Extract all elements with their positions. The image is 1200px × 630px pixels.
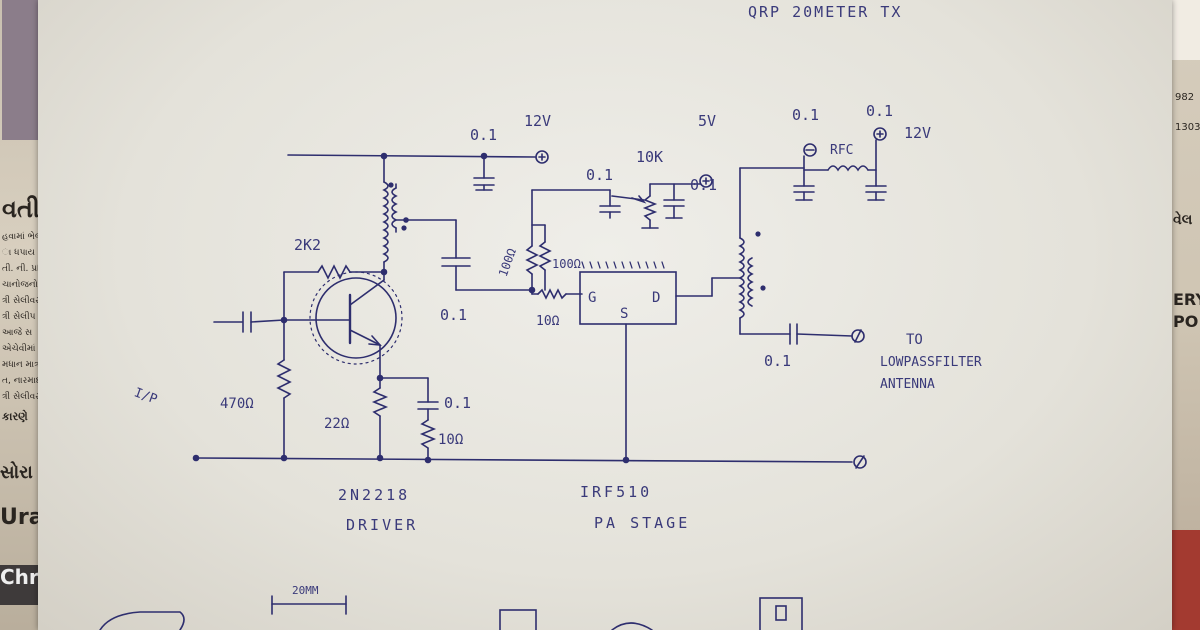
label-cap-out-left: 0.1 — [792, 106, 819, 124]
label-pa-part: IRF510 — [580, 483, 652, 501]
label-12v-top: 12V — [524, 112, 551, 130]
potentiometer-10k — [642, 195, 658, 221]
newspaper-line: હવામાં ભેજ — [2, 232, 44, 242]
resistor-22 — [371, 387, 389, 417]
resistor-2k2 — [317, 264, 351, 280]
newspaper-line: વતી — [2, 195, 40, 223]
newspaper-line: ત, નારમાદ — [2, 376, 41, 386]
ground-rail — [195, 457, 853, 463]
label-driver-part: 2N2218 — [338, 486, 410, 504]
mosfet-heatsink — [581, 261, 665, 269]
label-driver-role: DRIVER — [346, 516, 418, 534]
label-dimension: 20MM — [292, 584, 319, 597]
label-pot: 10K — [636, 148, 663, 166]
newspaper-block — [1171, 530, 1200, 630]
resistor-10-gate — [537, 288, 567, 300]
label-12v-right: 12V — [904, 124, 931, 142]
label-10-gate: 10Ω — [536, 314, 560, 329]
label-2k2: 2K2 — [294, 236, 321, 254]
driver-transformer-secondary — [391, 187, 398, 229]
component-sketch — [775, 605, 787, 621]
newspaper-line: 982 — [1175, 92, 1195, 103]
newspaper-line: ત્રી સેલીપ — [2, 312, 36, 322]
label-cap-antenna: 0.1 — [764, 352, 791, 370]
supply-rail-wire — [287, 154, 536, 158]
component-sketch — [759, 597, 803, 630]
transistor-2n2218 — [315, 277, 397, 359]
label-source: S — [620, 306, 628, 322]
newspaper-line: ત્રી સેલીવર — [2, 296, 40, 306]
label-gate: G — [588, 290, 596, 306]
newspaper-line: તી. ની. પ્રતિ — [2, 264, 46, 274]
supply-terminal-5v — [699, 174, 713, 188]
label-470: 470Ω — [220, 396, 254, 412]
antenna-terminal — [851, 329, 865, 343]
label-cap-emitter: 0.1 — [444, 394, 471, 412]
label-pa-role: PA STAGE — [594, 514, 690, 532]
label-cap-out-right: 0.1 — [866, 102, 893, 120]
newspaper-line: વેલ — [1173, 212, 1193, 228]
resistor-100b — [538, 241, 552, 271]
component-sketch — [611, 622, 653, 630]
label-cap-pot-right: 0.1 — [690, 176, 717, 194]
newspaper-line: મધાન માત્ર — [2, 360, 40, 370]
newspaper-block — [1171, 0, 1200, 60]
label-22: 22Ω — [324, 416, 349, 432]
label-100a: 100Ω — [496, 247, 519, 279]
newspaper-line: એચેવીમાં — [2, 344, 36, 354]
rfc-terminal — [803, 143, 817, 157]
label-cap-pot-left: 0.1 — [586, 166, 613, 184]
label-rfc: RFC — [830, 143, 853, 158]
mosfet-irf510 — [579, 271, 677, 325]
label-antenna: ANTENNA — [880, 377, 935, 392]
label-cap-coupling: 0.1 — [440, 306, 467, 324]
component-sketch — [499, 609, 537, 630]
newspaper-line: 1303 — [1175, 122, 1200, 133]
newspaper-line: ERY — [1173, 290, 1200, 309]
label-5v: 5V — [698, 112, 716, 130]
newspaper-line: Ura — [0, 505, 44, 530]
resistor-100a — [525, 245, 539, 275]
component-sketch — [99, 611, 185, 630]
supply-terminal-12v — [535, 150, 549, 164]
diagram-title: QRP 20METER TX — [748, 3, 902, 21]
rfc-inductor — [827, 165, 869, 172]
label-drain: D — [652, 290, 660, 306]
resistor-470 — [276, 359, 292, 399]
driver-transformer-primary — [382, 181, 389, 263]
resistor-10-emitter — [419, 419, 437, 449]
output-transformer — [738, 237, 745, 319]
transistor-heatsink — [309, 271, 403, 365]
ground-terminal — [853, 455, 867, 469]
label-10-emitter: 10Ω — [438, 432, 463, 448]
newspaper-line: ત્રી સેલીવર — [2, 392, 40, 402]
newspaper-line: ા ધપાય ત — [2, 248, 44, 258]
newspaper-line: સોરા — [0, 462, 33, 483]
label-lowpass: LOWPASSFILTER — [880, 355, 982, 370]
output-transformer-secondary — [747, 257, 754, 307]
newspaper-line: આજે સ — [2, 328, 33, 338]
label-input: I/P — [132, 385, 159, 407]
label-100b: 100Ω — [552, 257, 581, 271]
label-to: TO — [906, 332, 923, 348]
newspaper-line: PO — [1173, 312, 1199, 331]
supply-terminal-12v-right — [873, 127, 887, 141]
label-cap-top: 0.1 — [470, 126, 497, 144]
newspaper-line: કારણે — [2, 410, 28, 423]
paper-sheet — [38, 0, 1172, 630]
newspaper-line: ચાનોજનો અ — [2, 280, 51, 290]
